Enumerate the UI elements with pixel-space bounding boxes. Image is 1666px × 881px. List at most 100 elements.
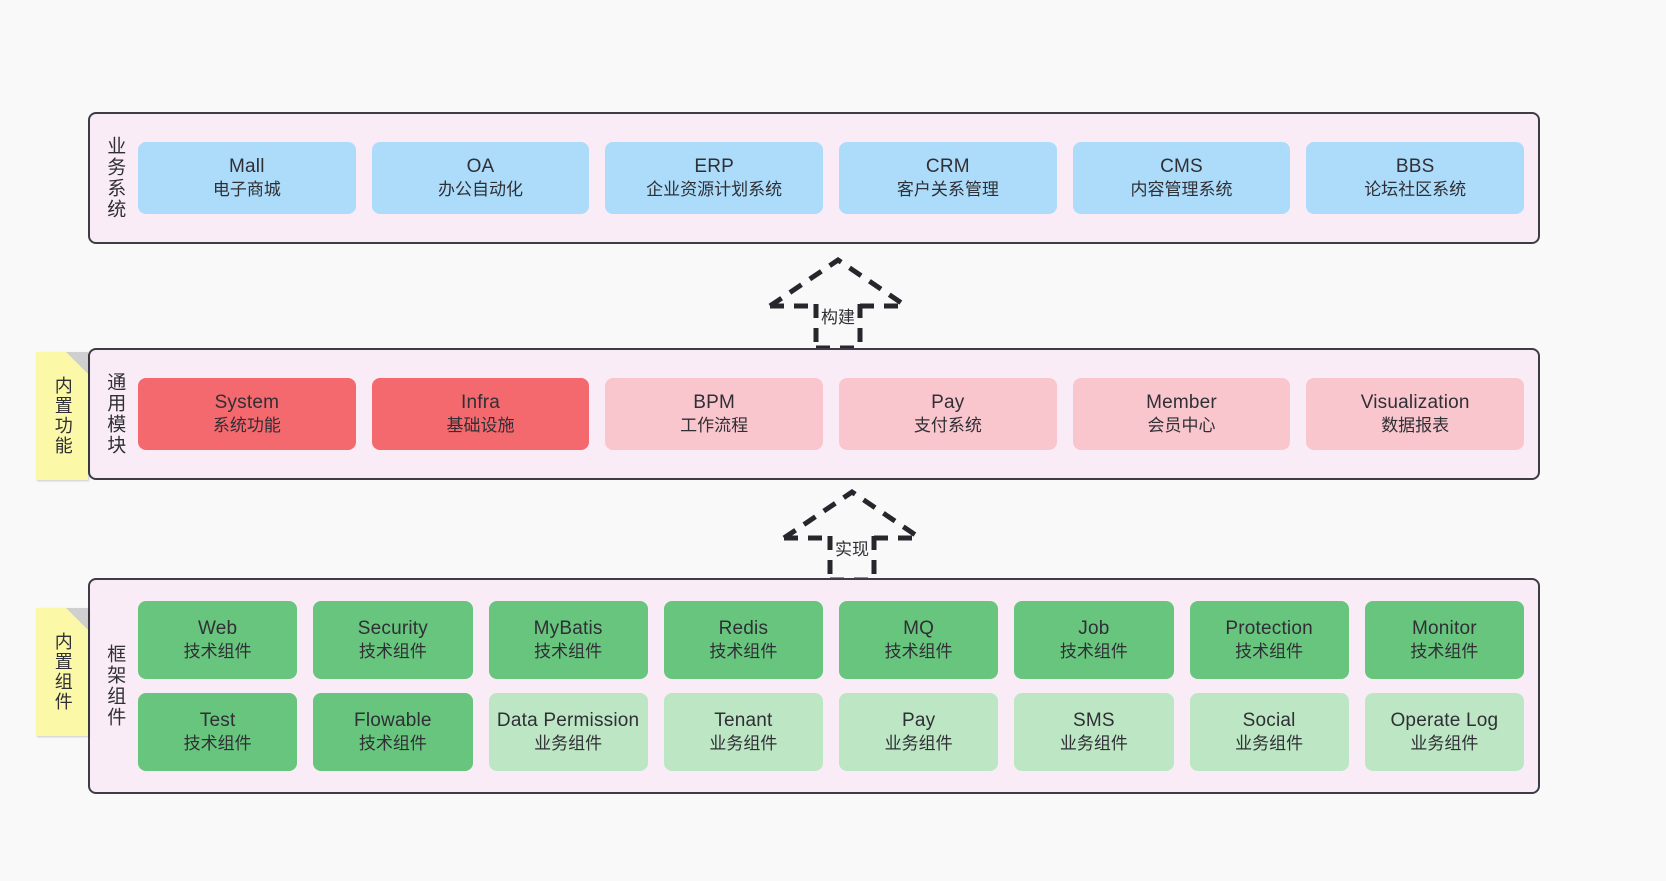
node-title: CRM [925, 155, 970, 177]
node-subtitle: 业务组件 [534, 734, 603, 754]
node-subtitle: 数据报表 [1381, 416, 1450, 436]
node-data-permission[interactable]: Data Permission 业务组件 [488, 693, 648, 771]
node-system[interactable]: System 系统功能 [138, 378, 356, 450]
layer-body-common-modules: System 系统功能 Infra 基础设施 BPM 工作流程 Pay 支付系统… [138, 350, 1538, 478]
node-row: Mall 电子商城 OA 办公自动化 ERP 企业资源计划系统 CRM 客户关系… [138, 142, 1525, 214]
node-title: MyBatis [533, 617, 603, 639]
node-test[interactable]: Test 技术组件 [138, 693, 298, 771]
node-subtitle: 会员中心 [1147, 416, 1216, 436]
node-title: Pay [901, 709, 936, 731]
node-mall[interactable]: Mall 电子商城 [138, 142, 356, 214]
node-subtitle: 基础设施 [446, 416, 515, 436]
node-flowable[interactable]: Flowable 技术组件 [313, 693, 473, 771]
layer-business-system: 业务系统 Mall 电子商城 OA 办公自动化 ERP 企业资源计划系统 CRM… [88, 112, 1540, 244]
node-subtitle: 客户关系管理 [896, 180, 999, 200]
node-subtitle: 技术组件 [1059, 642, 1128, 662]
node-title: Operate Log [1390, 709, 1499, 731]
node-title: MQ [903, 617, 935, 639]
node-title: BBS [1395, 155, 1435, 177]
node-mybatis[interactable]: MyBatis 技术组件 [488, 601, 648, 679]
node-title: SMS [1072, 709, 1115, 731]
node-title: Visualization [1360, 391, 1470, 413]
node-title: Member [1146, 391, 1217, 413]
node-web[interactable]: Web 技术组件 [138, 601, 298, 679]
node-title: Redis [718, 617, 769, 639]
node-subtitle: 系统功能 [212, 416, 281, 436]
node-pay-component[interactable]: Pay 业务组件 [839, 693, 999, 771]
connector-realize: 实现 [772, 484, 932, 582]
layer-framework-components: 框架组件 Web 技术组件 Security 技术组件 MyBatis 技术组件… [88, 578, 1540, 794]
node-title: OA [466, 155, 495, 177]
node-social[interactable]: Social 业务组件 [1189, 693, 1349, 771]
node-oa[interactable]: OA 办公自动化 [371, 142, 590, 214]
node-monitor[interactable]: Monitor 技术组件 [1364, 601, 1524, 679]
node-row: System 系统功能 Infra 基础设施 BPM 工作流程 Pay 支付系统… [138, 378, 1525, 450]
node-subtitle: 技术组件 [183, 734, 252, 754]
node-title: Job [1078, 617, 1110, 639]
node-subtitle: 业务组件 [1235, 734, 1304, 754]
node-subtitle: 业务组件 [1410, 734, 1479, 754]
node-redis[interactable]: Redis 技术组件 [663, 601, 823, 679]
node-subtitle: 办公自动化 [438, 180, 523, 200]
node-title: BPM [693, 391, 736, 413]
node-subtitle: 论坛社区系统 [1364, 180, 1467, 200]
sticky-note-builtin-components: 内置组件 [36, 608, 88, 736]
node-title: Social [1242, 709, 1296, 731]
dashed-hollow-arrow-icon [768, 256, 908, 350]
node-security[interactable]: Security 技术组件 [313, 601, 473, 679]
node-visualization[interactable]: Visualization 数据报表 [1306, 378, 1525, 450]
node-subtitle: 技术组件 [358, 734, 427, 754]
node-title: Test [199, 709, 236, 731]
node-subtitle: 技术组件 [1235, 642, 1304, 662]
node-title: System [214, 391, 280, 413]
node-subtitle: 企业资源计划系统 [646, 180, 783, 200]
sticky-note-builtin-functions: 内置功能 [36, 352, 88, 480]
node-subtitle: 技术组件 [884, 642, 953, 662]
node-infra[interactable]: Infra 基础设施 [371, 378, 590, 450]
node-sms[interactable]: SMS 业务组件 [1014, 693, 1174, 771]
node-subtitle: 电子商城 [212, 180, 281, 200]
node-subtitle: 技术组件 [358, 642, 427, 662]
node-subtitle: 内容管理系统 [1130, 180, 1233, 200]
node-title: Monitor [1411, 617, 1477, 639]
node-job[interactable]: Job 技术组件 [1014, 601, 1174, 679]
node-title: CMS [1160, 155, 1203, 177]
node-subtitle: 技术组件 [1410, 642, 1479, 662]
node-member[interactable]: Member 会员中心 [1072, 378, 1291, 450]
layer-body-business-system: Mall 电子商城 OA 办公自动化 ERP 企业资源计划系统 CRM 客户关系… [138, 114, 1538, 242]
node-pay-module[interactable]: Pay 支付系统 [839, 378, 1057, 450]
node-title: Data Permission [496, 709, 640, 731]
node-title: Security [357, 617, 428, 639]
layer-title-common-modules: 通用模块 [104, 372, 126, 456]
node-title: Web [197, 617, 238, 639]
node-mq[interactable]: MQ 技术组件 [839, 601, 999, 679]
node-subtitle: 技术组件 [534, 642, 603, 662]
node-crm[interactable]: CRM 客户关系管理 [839, 142, 1057, 214]
node-title: Flowable [354, 709, 432, 731]
node-bbs[interactable]: BBS 论坛社区系统 [1306, 142, 1525, 214]
layer-title-business-system: 业务系统 [104, 136, 126, 220]
node-title: Protection [1225, 617, 1313, 639]
node-protection[interactable]: Protection 技术组件 [1189, 601, 1349, 679]
connector-build: 构建 [758, 252, 918, 350]
node-subtitle: 业务组件 [709, 734, 778, 754]
node-operate-log[interactable]: Operate Log 业务组件 [1364, 693, 1524, 771]
node-row: Web 技术组件 Security 技术组件 MyBatis 技术组件 Redi… [138, 601, 1524, 679]
node-tenant[interactable]: Tenant 业务组件 [663, 693, 823, 771]
node-title: Infra [460, 391, 501, 413]
node-cms[interactable]: CMS 内容管理系统 [1072, 142, 1291, 214]
node-bpm[interactable]: BPM 工作流程 [605, 378, 824, 450]
layer-title-framework-components: 框架组件 [104, 644, 126, 728]
node-title: Tenant [714, 709, 773, 731]
node-erp[interactable]: ERP 企业资源计划系统 [605, 142, 824, 214]
node-subtitle: 业务组件 [884, 734, 953, 754]
node-subtitle: 技术组件 [709, 642, 778, 662]
dashed-hollow-arrow-icon [782, 488, 922, 582]
layer-body-framework-components: Web 技术组件 Security 技术组件 MyBatis 技术组件 Redi… [138, 580, 1538, 792]
node-subtitle: 业务组件 [1059, 734, 1128, 754]
node-subtitle: 技术组件 [183, 642, 252, 662]
node-row: Test 技术组件 Flowable 技术组件 Data Permission … [138, 693, 1524, 771]
node-subtitle: 支付系统 [913, 416, 982, 436]
node-title: Pay [931, 391, 965, 413]
